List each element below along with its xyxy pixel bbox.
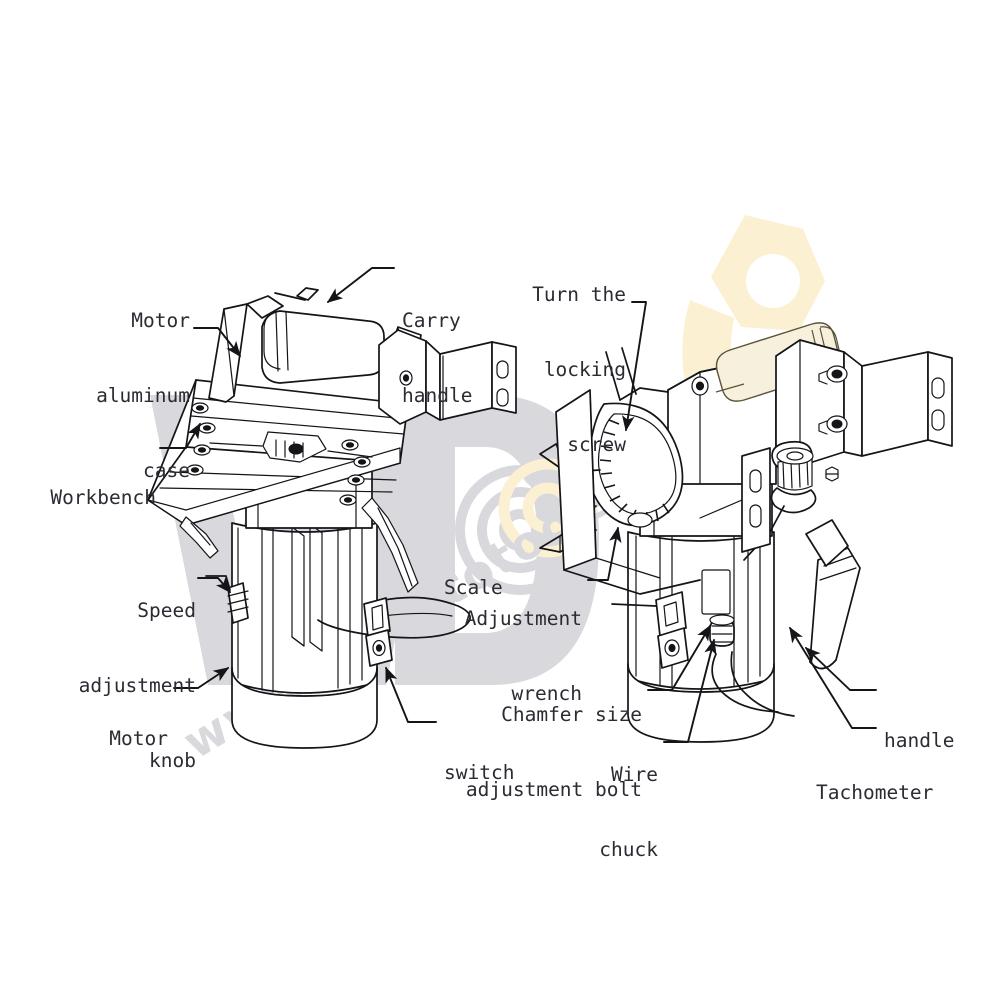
label-carry-handle: Carry handle [402,258,562,458]
label-line: handle [402,384,473,407]
right-side-handle [805,519,849,567]
label-line: knob [149,749,196,772]
left-switch-block [363,597,393,667]
leader-wire-chuck [663,638,717,743]
label-motor-aluminum-case: Motor aluminum case [40,258,190,533]
label-line: Speed [137,599,196,622]
right-support-frame [555,347,701,595]
label-line: Carry [402,309,461,332]
leader-motor [173,667,230,689]
label-line: adjustment bolt [465,778,642,801]
right-motor-body [627,528,775,743]
left-workbench [147,379,409,526]
label-line: Wire [611,763,658,786]
left-carry-handle [246,287,517,425]
left-adjustment-wrench [179,516,219,559]
leader-carry-handle [326,267,395,303]
label-adjustment-wrench: Adjustment wrench [400,556,582,756]
workbench-bolts [186,402,371,506]
label-line: Motor [131,309,190,332]
label-scale: Scale [444,525,564,650]
label-motor: Motor [40,676,168,801]
label-line: Tachometer [816,781,934,804]
right-bracket [691,339,953,467]
label-handle: handle [884,678,1000,803]
right-tachometer [809,547,861,670]
label-tachometer: Tachometer [816,730,1000,855]
right-switch-block [611,591,689,669]
leader-lines [159,267,877,743]
label-speed-adjustment-knob: Speed adjustment knob [30,548,196,823]
label-line: wrench [511,682,582,705]
right-locking-screw [743,440,839,561]
label-line: Adjustment [464,607,582,630]
left-cutter-slot [209,431,373,463]
label-line: locking [543,358,626,381]
label-line: Scale [444,576,503,599]
label-line: adjustment [78,674,196,697]
right-bracket-bolts [818,365,848,435]
leader-switch [385,666,437,723]
left-motor-body [231,516,378,749]
leader-workbench [159,422,201,449]
leader-speed-knob [197,577,231,594]
label-turn-the-locking-screw: Turn the locking screw [462,232,626,507]
leader-motor-aluminum-case [193,327,241,358]
label-line: Chamfer size [501,703,642,726]
right-lower-bracket [699,447,771,553]
label-line: aluminum [96,384,190,407]
label-line: screw [567,433,626,456]
label-switch: switch [444,710,584,835]
label-line: handle [884,729,955,752]
label-line: switch [444,761,515,784]
leader-locking-screw [622,301,647,432]
label-line: case [143,459,190,482]
label-wire-chuck: Wire chuck [508,712,658,912]
leader-adjustment-wrench [587,526,622,581]
label-workbench: Workbench [0,435,156,560]
label-line: Workbench [50,486,156,509]
leader-tachometer [789,626,877,729]
label-line: chuck [599,838,658,861]
label-chamfer-size-adjustment-bolt: Chamfer size adjustment bolt [412,652,642,852]
left-scale-wrench [361,497,419,593]
label-line: Turn the [532,283,626,306]
right-machine-view [539,322,953,743]
leader-chamfer-bolt [647,624,711,691]
leader-handle [804,647,877,691]
label-line: Motor [109,727,168,750]
left-machine-view [147,287,517,749]
